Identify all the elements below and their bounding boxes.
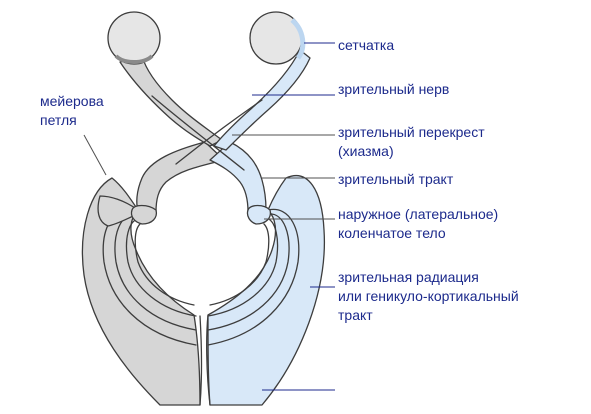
label-optic-nerve: зрительный нерв <box>338 81 450 97</box>
left-radiation-fibers <box>102 208 197 346</box>
label-meyer-1: мейерова <box>40 93 104 109</box>
label-lgn-2: коленчатое тело <box>338 225 446 241</box>
label-chiasm-1: зрительный перекрест <box>338 124 485 140</box>
label-optic-tract: зрительный тракт <box>338 171 454 187</box>
meyer-loop <box>97 195 139 227</box>
left-lgn <box>130 204 158 225</box>
occipital-midline <box>199 315 211 406</box>
label-meyer-2: петля <box>40 112 77 128</box>
leader-meyer <box>83 134 107 176</box>
label-radiation-2: или геникуло-кортикальный <box>338 288 519 304</box>
optic-chiasm <box>151 95 263 171</box>
right-radiation-fibers <box>207 208 300 346</box>
left-optic-tract <box>136 141 225 213</box>
label-chiasm-2: (хиазма) <box>338 143 394 159</box>
left-optic-nerve <box>119 55 223 147</box>
left-retina <box>114 54 154 64</box>
right-retina <box>290 18 306 60</box>
label-lgn-1: наружное (латеральное) <box>338 206 499 222</box>
label-radiation-1: зрительная радиация <box>338 269 479 285</box>
label-radiation-3: тракт <box>338 307 373 323</box>
right-lgn <box>246 204 272 225</box>
right-optic-tract <box>209 141 267 213</box>
label-retina: сетчатка <box>338 37 395 53</box>
